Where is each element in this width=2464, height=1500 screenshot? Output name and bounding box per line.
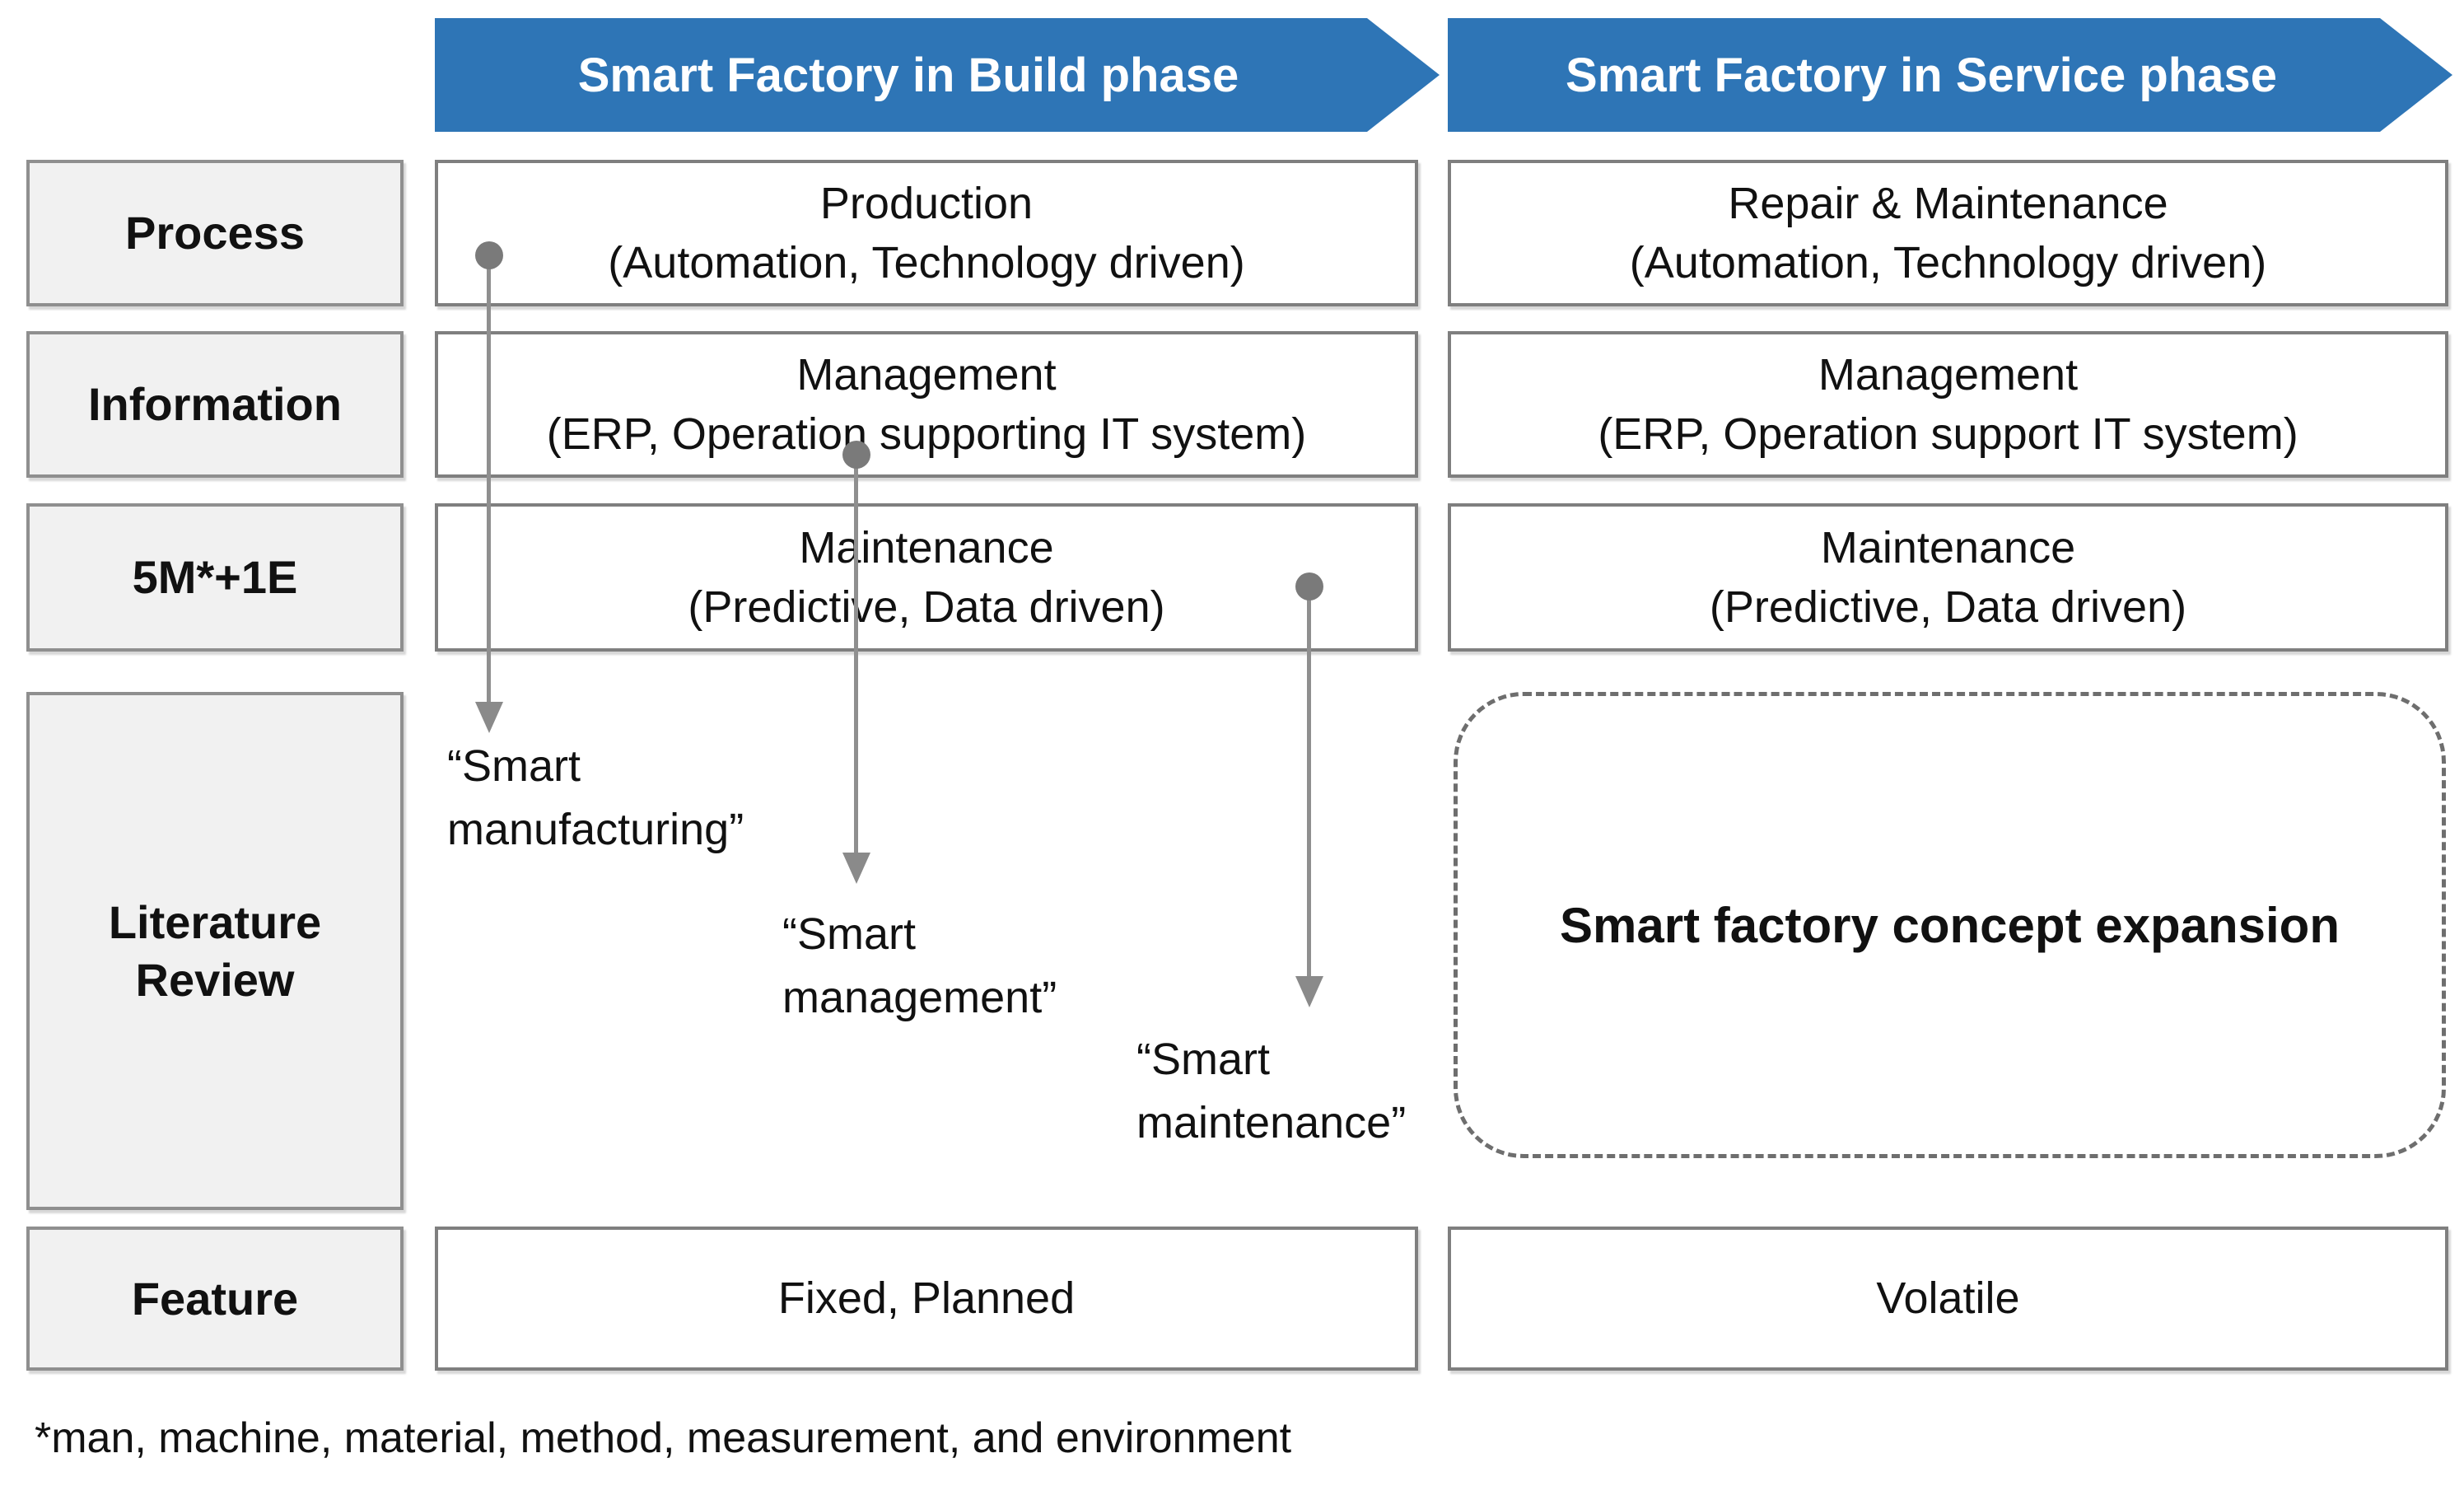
service-feature-text: Volatile <box>1876 1273 2020 1324</box>
down-arrowhead-icon-manufacturing <box>475 702 503 733</box>
row-label-literature-review-text: Literature Review <box>108 895 322 1006</box>
build-process-box: Production (Automation, Technology drive… <box>435 160 1418 306</box>
connector-dot-production <box>475 241 503 269</box>
concept-expansion-box: Smart factory concept expansion <box>1454 692 2446 1158</box>
smart-maintenance-text: “Smart maintenance” <box>1136 1035 1407 1147</box>
smart-maintenance-label: “Smart maintenance” <box>1136 1028 1406 1154</box>
header-banner-service-phase: Smart Factory in Service phase <box>1448 18 2452 132</box>
smart-management-label: “Smart management” <box>782 903 1057 1029</box>
service-process-box: Repair & Maintenance (Automation, Techno… <box>1448 160 2448 306</box>
row-label-5m-1e: 5M*+1E <box>26 503 404 652</box>
build-information-text: Management (ERP, Operation supporting IT… <box>546 349 1307 459</box>
smart-management-text: “Smart management” <box>782 909 1057 1022</box>
row-label-process-text: Process <box>125 207 305 259</box>
down-arrowhead-icon-maintenance <box>1295 976 1323 1007</box>
service-feature-box: Volatile <box>1448 1227 2448 1371</box>
service-5m-1e-box: Maintenance (Predictive, Data driven) <box>1448 503 2448 652</box>
service-information-box: Management (ERP, Operation support IT sy… <box>1448 331 2448 478</box>
connector-dot-maintenance <box>1295 572 1323 600</box>
header-banner-build-phase: Smart Factory in Build phase <box>435 18 1440 132</box>
row-label-feature-text: Feature <box>131 1272 299 1325</box>
service-5m-1e-text: Maintenance (Predictive, Data driven) <box>1709 522 2187 632</box>
build-5m-1e-box: Maintenance (Predictive, Data driven) <box>435 503 1418 652</box>
build-feature-text: Fixed, Planned <box>777 1273 1076 1324</box>
row-label-feature: Feature <box>26 1227 404 1371</box>
header-build-phase-label: Smart Factory in Build phase <box>577 48 1239 102</box>
row-label-information: Information <box>26 331 404 478</box>
concept-expansion-text: Smart factory concept expansion <box>1560 897 2340 953</box>
header-service-phase-label: Smart Factory in Service phase <box>1566 48 2277 102</box>
connector-line-production <box>487 255 491 702</box>
build-5m-1e-text: Maintenance (Predictive, Data driven) <box>688 522 1165 632</box>
footnote-5m-definition: *man, machine, material, method, measure… <box>35 1414 1292 1462</box>
row-label-literature-review: Literature Review <box>26 692 404 1210</box>
row-label-process: Process <box>26 160 404 306</box>
connector-line-management <box>854 455 858 853</box>
row-label-information-text: Information <box>88 378 342 430</box>
smart-manufacturing-text: “Smart manufacturing” <box>447 741 744 854</box>
build-information-box: Management (ERP, Operation supporting IT… <box>435 331 1418 478</box>
service-process-text: Repair & Maintenance (Automation, Techno… <box>1629 178 2267 287</box>
connector-line-maintenance <box>1307 586 1311 976</box>
row-label-5m-1e-text: 5M*+1E <box>132 551 298 603</box>
smart-manufacturing-label: “Smart manufacturing” <box>447 735 744 861</box>
build-process-text: Production (Automation, Technology drive… <box>608 178 1245 287</box>
down-arrowhead-icon-management <box>842 853 870 884</box>
build-feature-box: Fixed, Planned <box>435 1227 1418 1371</box>
connector-dot-management <box>842 441 870 469</box>
service-information-text: Management (ERP, Operation support IT sy… <box>1598 349 2298 459</box>
